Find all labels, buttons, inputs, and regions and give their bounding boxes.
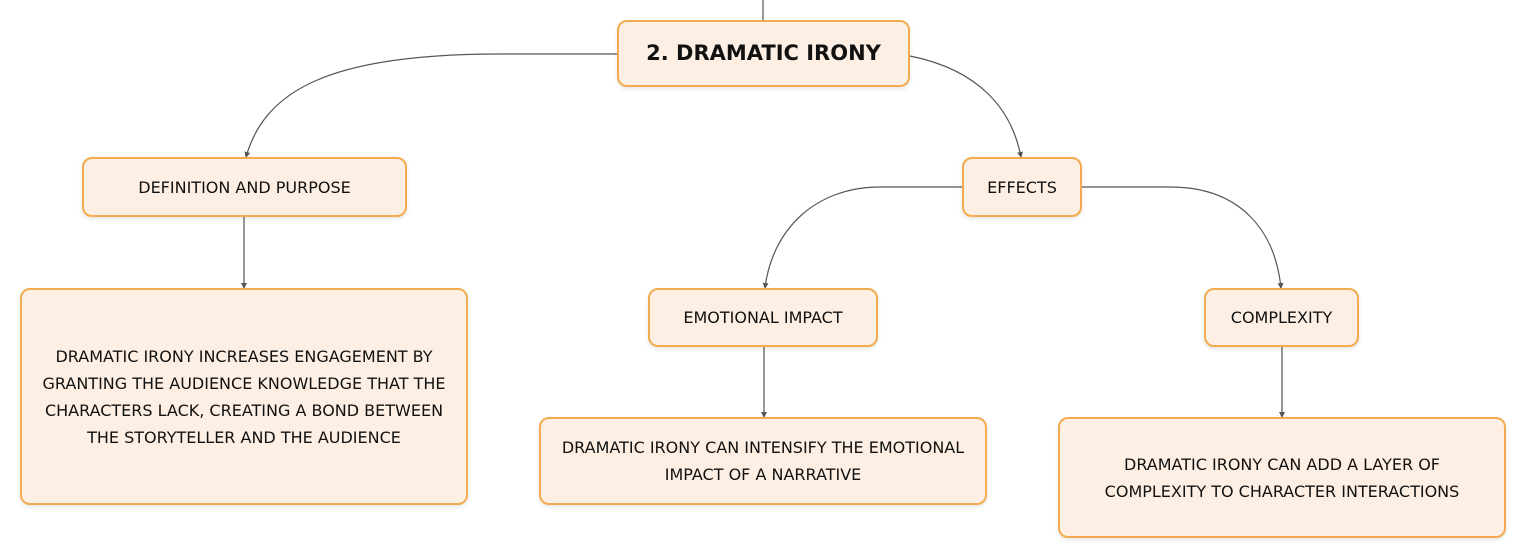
emotional-impact-node[interactable]: EMOTIONAL IMPACT — [648, 288, 878, 347]
complexity-detail-node[interactable]: DRAMATIC IRONY CAN ADD A LAYER OF COMPLE… — [1058, 417, 1506, 538]
connector-root-to-effects — [909, 55, 1024, 158]
effects-node[interactable]: EFFECTS — [962, 157, 1082, 217]
connector-effects-to-emotional — [762, 186, 962, 289]
complexity-node[interactable]: COMPLEXITY — [1204, 288, 1359, 347]
definition-detail-node[interactable]: DRAMATIC IRONY INCREASES ENGAGEMENT BY G… — [20, 288, 468, 505]
root-node[interactable]: 2. DRAMATIC IRONY — [617, 20, 910, 87]
emotional-impact-detail-node[interactable]: DRAMATIC IRONY CAN INTENSIFY THE EMOTION… — [539, 417, 987, 505]
connector-root-to-definition — [244, 53, 617, 158]
definition-and-purpose-node[interactable]: DEFINITION AND PURPOSE — [82, 157, 407, 217]
connector-effects-to-complexity — [1082, 186, 1284, 289]
